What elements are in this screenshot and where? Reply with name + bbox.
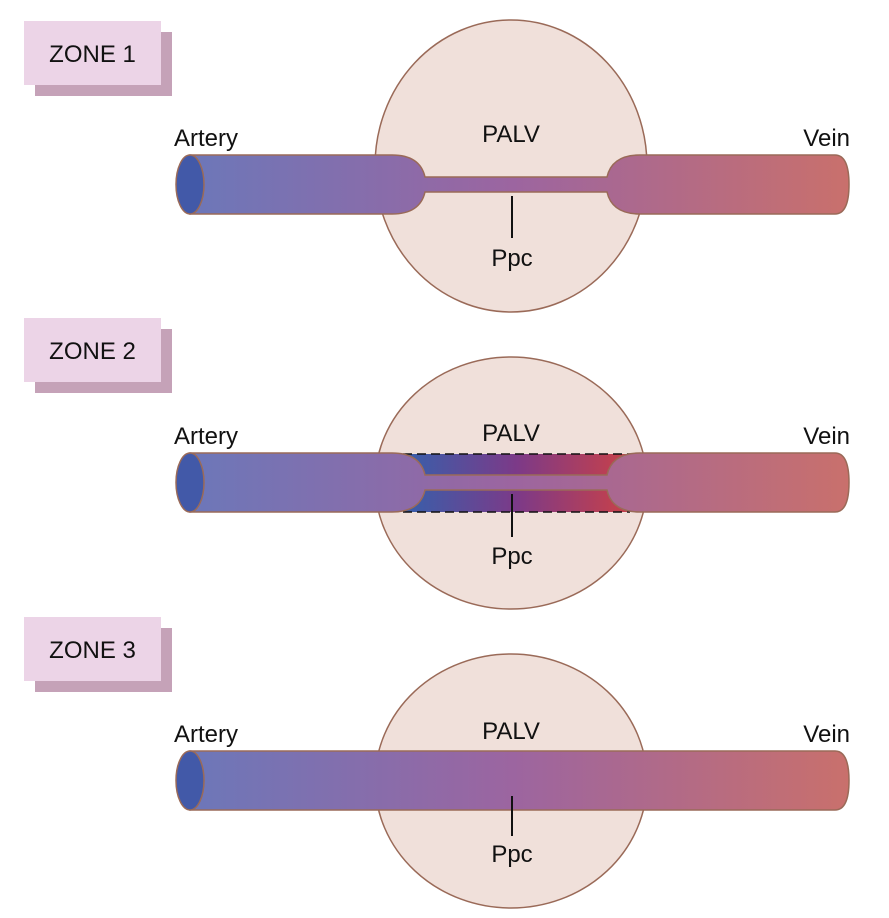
zone-3: ZONE 3 PALV Artery Vein Ppc <box>24 617 850 909</box>
alveolus-label: PALV <box>482 718 540 745</box>
alveolus-label: PALV <box>482 420 540 447</box>
artery-opening <box>175 750 205 811</box>
vessel-partially-collapsed <box>189 452 850 513</box>
capillary-pressure-label: Ppc <box>491 543 532 570</box>
zone-1-label-box: ZONE 1 <box>24 21 172 96</box>
zone-label-background <box>24 318 161 382</box>
artery-label: Artery <box>174 125 238 152</box>
vein-label: Vein <box>803 721 850 748</box>
artery-opening <box>175 154 205 215</box>
zone-label: ZONE 1 <box>49 41 136 68</box>
zone-2-label-box: ZONE 2 <box>24 318 172 393</box>
alveolus-label: PALV <box>482 121 540 148</box>
artery-opening <box>175 452 205 513</box>
zone-label: ZONE 3 <box>49 637 136 664</box>
zone-1: ZONE 1 PALV Artery Vein Ppc <box>24 19 850 313</box>
artery-label: Artery <box>174 423 238 450</box>
capillary-pressure-label: Ppc <box>491 841 532 868</box>
zone-3-label-box: ZONE 3 <box>24 617 172 692</box>
vein-label: Vein <box>803 125 850 152</box>
vessel-open <box>189 750 850 811</box>
vein-label: Vein <box>803 423 850 450</box>
zone-label-background <box>24 617 161 681</box>
zone-2: ZONE 2 PALV Artery Vein Ppc <box>24 318 850 610</box>
zone-label: ZONE 2 <box>49 338 136 365</box>
capillary-pressure-label: Ppc <box>491 245 532 272</box>
artery-label: Artery <box>174 721 238 748</box>
vessel-collapsed <box>189 154 850 215</box>
zone-label-background <box>24 21 161 85</box>
